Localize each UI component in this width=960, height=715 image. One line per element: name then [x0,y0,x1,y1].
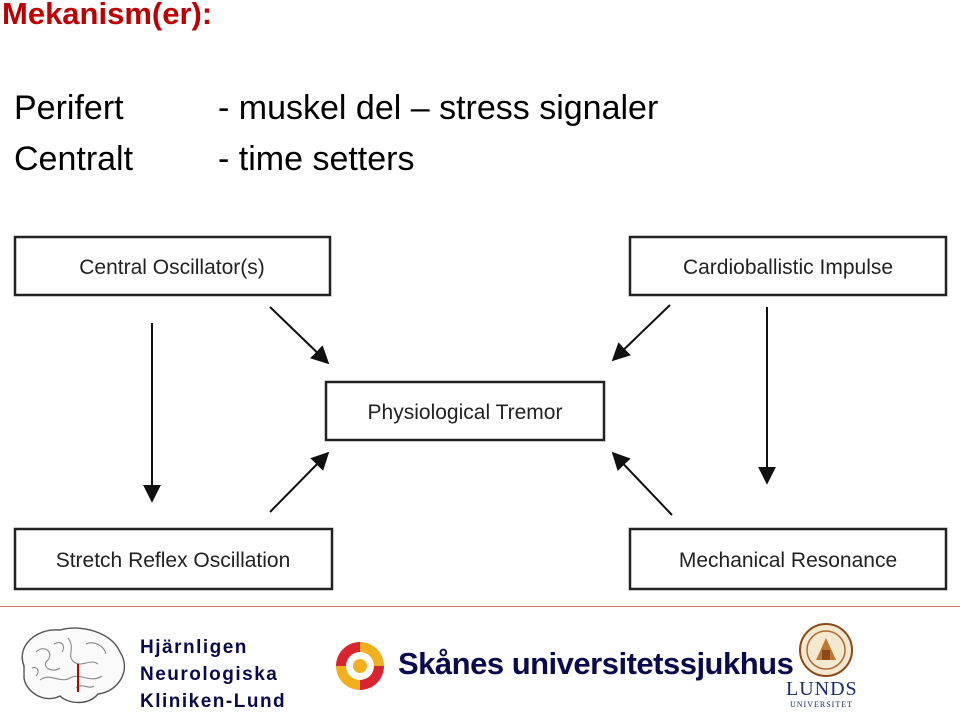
university-name: LUNDS [786,678,858,700]
brain-icon [21,627,126,704]
box-physiological-tremor: Physiological Tremor [324,380,606,442]
line-text: - muskel del – stress signaler [218,89,659,127]
arrow-cardio-to-tremor [611,304,671,362]
hospital-logo [336,642,384,690]
box-mechanical-resonance: Mechanical Resonance [628,527,948,591]
box-label: Stretch Reflex Oscillation [56,549,291,572]
box-label: Central Oscillator(s) [79,256,265,279]
box-label: Mechanical Resonance [679,549,897,572]
line-text: - time setters [218,140,415,178]
clinic-name: Hjärnligen Neurologiska Kliniken-Lund [140,634,286,715]
tremor-mechanism-diagram: Central Oscillator(s) Cardioballistic Im… [13,235,948,591]
clinic-line: Neurologiska [140,664,279,685]
university-seal-icon [799,623,853,677]
line-label: Perifert [14,89,124,127]
slide-title: Mekanism(er): [2,0,213,31]
box-stretch-reflex-oscillation: Stretch Reflex Oscillation [13,527,334,591]
clinic-line: Kliniken-Lund [140,691,287,712]
box-label: Physiological Tremor [368,401,563,424]
box-central-oscillators: Central Oscillator(s) [13,235,332,297]
footer-divider [0,606,960,607]
box-cardioballistic-impulse: Cardioballistic Impulse [628,235,948,297]
clinic-line: Hjärnligen [140,637,248,658]
footer: Hjärnligen Neurologiska Kliniken-Lund Sk… [0,608,960,712]
box-label: Cardioballistic Impulse [683,256,893,279]
arrow-central-to-tremor [269,306,330,365]
arrow-resonance-to-tremor [611,451,673,516]
arrow-stretch-to-tremor [269,451,330,513]
hospital-name: Skånes universitetssjukhus [398,646,794,681]
line-label: Centralt [14,140,134,178]
university-subtitle: UNIVERSITET [790,700,853,709]
